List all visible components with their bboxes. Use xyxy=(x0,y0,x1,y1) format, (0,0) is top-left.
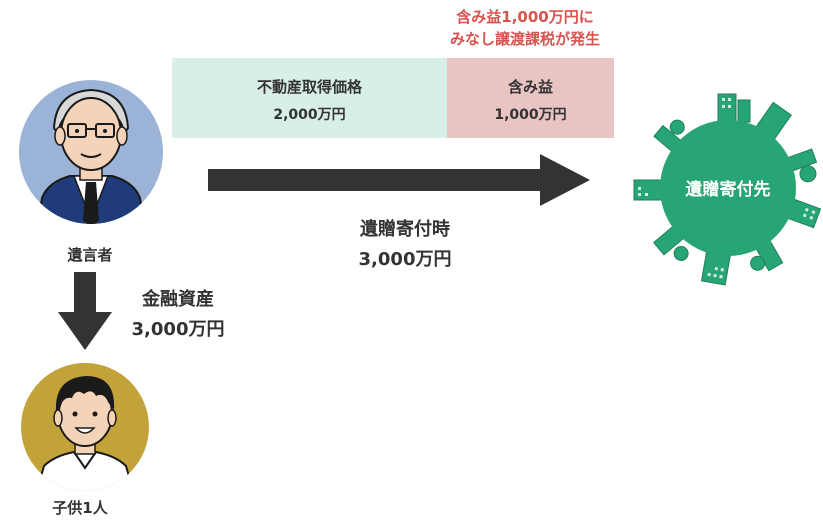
child-avatar xyxy=(21,363,149,491)
financial-assets-value: 3,000万円 xyxy=(131,319,225,340)
inheritance-arrow xyxy=(58,272,112,350)
acquisition-cost-value: 2,000万円 xyxy=(273,107,346,123)
testator-avatar xyxy=(19,80,163,224)
note-line-1: 含み益1,000万円に xyxy=(456,8,594,26)
child-label: 子供1人 xyxy=(52,499,108,517)
financial-assets-title: 金融資産 xyxy=(142,289,214,310)
bequest-arrow xyxy=(208,154,590,206)
acquisition-cost-label: 不動産取得価格 xyxy=(256,78,362,96)
recipient-label: 遺贈寄付先 xyxy=(685,180,771,200)
recipient-circle: 遺贈寄付先 xyxy=(660,120,796,256)
bequest-label-group: 遺贈寄付時 3,000万円 xyxy=(330,215,480,275)
unrealized-gain-value: 1,000万円 xyxy=(494,107,567,123)
acquisition-cost-box: 不動産取得価格 2,000万円 xyxy=(172,58,447,138)
unrealized-gain-label: 含み益 xyxy=(507,78,553,96)
bequest-title: 遺贈寄付時 xyxy=(360,219,450,240)
note-line-2: みなし譲渡課税が発生 xyxy=(449,30,600,48)
testator-label: 遺言者 xyxy=(67,246,113,264)
bequest-value: 3,000万円 xyxy=(358,249,452,270)
deemed-transfer-tax-note: 含み益1,000万円に みなし譲渡課税が発生 xyxy=(410,6,640,50)
unrealized-gain-box: 含み益 1,000万円 xyxy=(447,58,614,138)
financial-assets-group: 金融資産 3,000万円 xyxy=(118,285,238,345)
